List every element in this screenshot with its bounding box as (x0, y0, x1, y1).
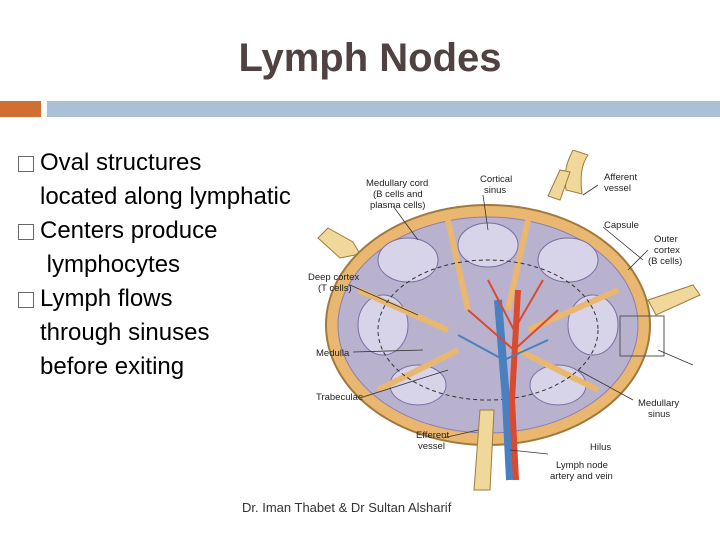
label-efferent-vessel: Efferent vessel (416, 430, 452, 452)
label-deep-cortex: Deep cortex (T cells) (308, 272, 362, 294)
bullet-continuation: lymphocytes (40, 251, 181, 278)
bullet-list: Oval structures located along lymphatic … (18, 146, 318, 384)
label-outer-cortex: Outer cortex (B cells) (648, 234, 683, 267)
bullet-continuation: through sinuses (40, 319, 210, 346)
afferent-vessel-left (317, 227, 361, 259)
accent-bar-blue (47, 101, 720, 117)
deep-cortex-boundary (377, 259, 599, 401)
label-medullary-cord: Medullary cord (B cells and plasma cells… (366, 178, 431, 211)
efferent-vessel (473, 409, 495, 491)
lymph-node-diagram: Medullary cord (B cells and plasma cells… (308, 150, 701, 491)
label-hilus: Hilus (590, 442, 611, 453)
bullet-text: Centers produce (40, 217, 218, 244)
bullet-continuation: before exiting (40, 353, 185, 380)
label-cortical-sinus: Cortical sinus (480, 174, 515, 196)
label-medullary-sinus: Medullary sinus (638, 398, 682, 420)
label-afferent-vessel: Afferent vessel (604, 172, 640, 194)
bullet-text: Oval structures (40, 149, 202, 176)
label-trabeculae: Trabeculae (316, 392, 363, 403)
vessel-branches (467, 279, 559, 351)
bullet-continuation: located along lymphatic (40, 183, 291, 210)
afferent-vessel-right (647, 284, 701, 316)
trabeculae (356, 219, 620, 393)
bullet-item-lymph-flows: Lymph flows (18, 282, 318, 316)
vein-branches (457, 334, 549, 361)
bullet-item-centers-produce: Centers produce (18, 214, 318, 248)
bullet-box-icon (18, 224, 34, 240)
slide-title: Lymph Nodes (238, 36, 502, 80)
inset-box (619, 315, 665, 357)
accent-bar-orange (0, 101, 41, 117)
afferent-vessel-top-left (547, 169, 571, 201)
label-leader-lines (349, 184, 694, 455)
bullet-box-icon (18, 156, 34, 172)
label-medulla: Medulla (316, 348, 350, 359)
lymph-node-vein (494, 299, 514, 481)
bullet-box-icon (18, 292, 34, 308)
label-capsule: Capsule (604, 220, 639, 231)
footer-credit: Dr. Iman Thabet & Dr Sultan Alsharif (242, 500, 452, 515)
bullet-item-oval-structures: Oval structures (18, 146, 318, 180)
label-lymph-node-artery-vein: Lymph node artery and vein (550, 460, 613, 482)
bullet-text: Lymph flows (40, 285, 173, 312)
